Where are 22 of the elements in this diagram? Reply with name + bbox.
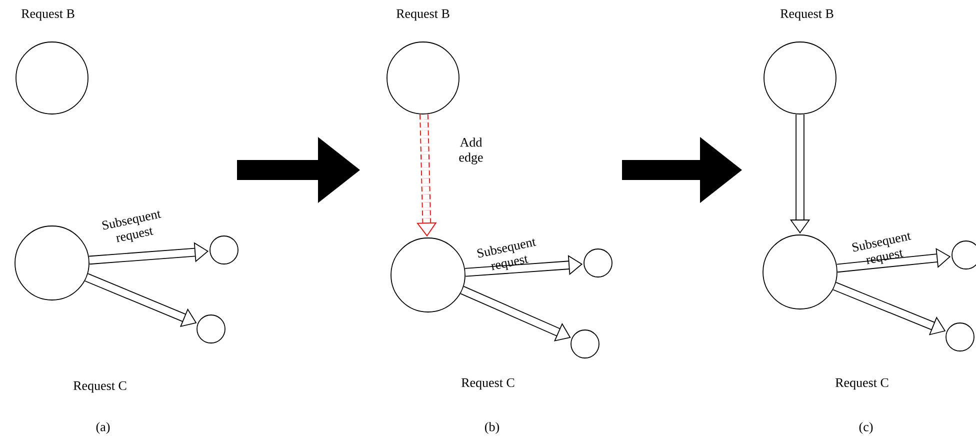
circle [14,226,90,300]
panel-label: (b) [485,422,500,434]
circle [196,314,226,344]
hollow-arrow [460,286,571,342]
node-label: Request B [396,9,450,21]
circle [946,322,974,352]
circle [570,330,600,358]
edge-label: Subsequent request [102,210,162,242]
node-label: Request C [461,378,514,390]
circle [390,238,466,312]
edge-label: Add edge [459,138,483,164]
node-label: Request C [835,378,888,390]
panel-label: (a) [96,422,110,434]
edge-label: Subsequent request [852,232,912,264]
panel-label: (c) [859,422,873,434]
circle [210,236,238,264]
edge-label: Subsequent request [477,238,536,270]
node-label: Request C [73,381,126,393]
node-label: Request B [21,9,74,21]
circle [584,248,612,278]
node-label: Request B [780,9,834,21]
circle [762,234,838,310]
